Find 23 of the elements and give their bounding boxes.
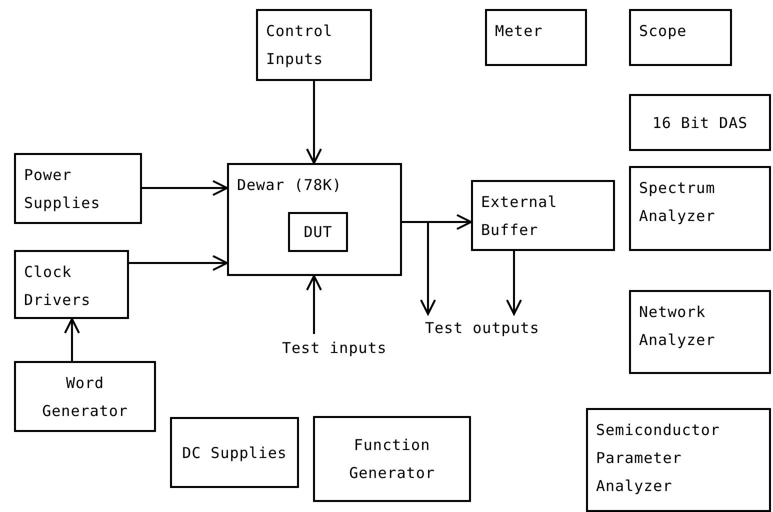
arrow	[142, 180, 228, 196]
block-box: Meter	[485, 9, 587, 66]
block-box: Network Analyzer	[629, 290, 771, 374]
arrow	[306, 275, 322, 334]
block-box: Function Generator	[313, 416, 471, 502]
arrow	[402, 221, 436, 315]
block-box: Spectrum Analyzer	[629, 166, 771, 251]
block-box: Semiconductor Parameter Analyzer	[586, 408, 771, 512]
block-box: Word Generator	[14, 361, 156, 432]
arrow	[129, 255, 228, 271]
dewar-box	[227, 163, 402, 276]
block-box: DUT	[288, 212, 348, 252]
block-box: DC Supplies	[170, 417, 299, 488]
box-title: Dewar (78K)	[237, 175, 342, 196]
block-box: Control Inputs	[256, 9, 372, 81]
block-box: External Buffer	[471, 180, 615, 251]
arrow	[306, 81, 322, 164]
block-box: Scope	[629, 9, 732, 66]
block-box: 16 Bit DAS	[629, 94, 771, 151]
block-box: Clock Drivers	[14, 250, 129, 319]
arrow	[64, 318, 80, 361]
arrow	[506, 251, 522, 315]
block-box: Power Supplies	[14, 153, 142, 224]
